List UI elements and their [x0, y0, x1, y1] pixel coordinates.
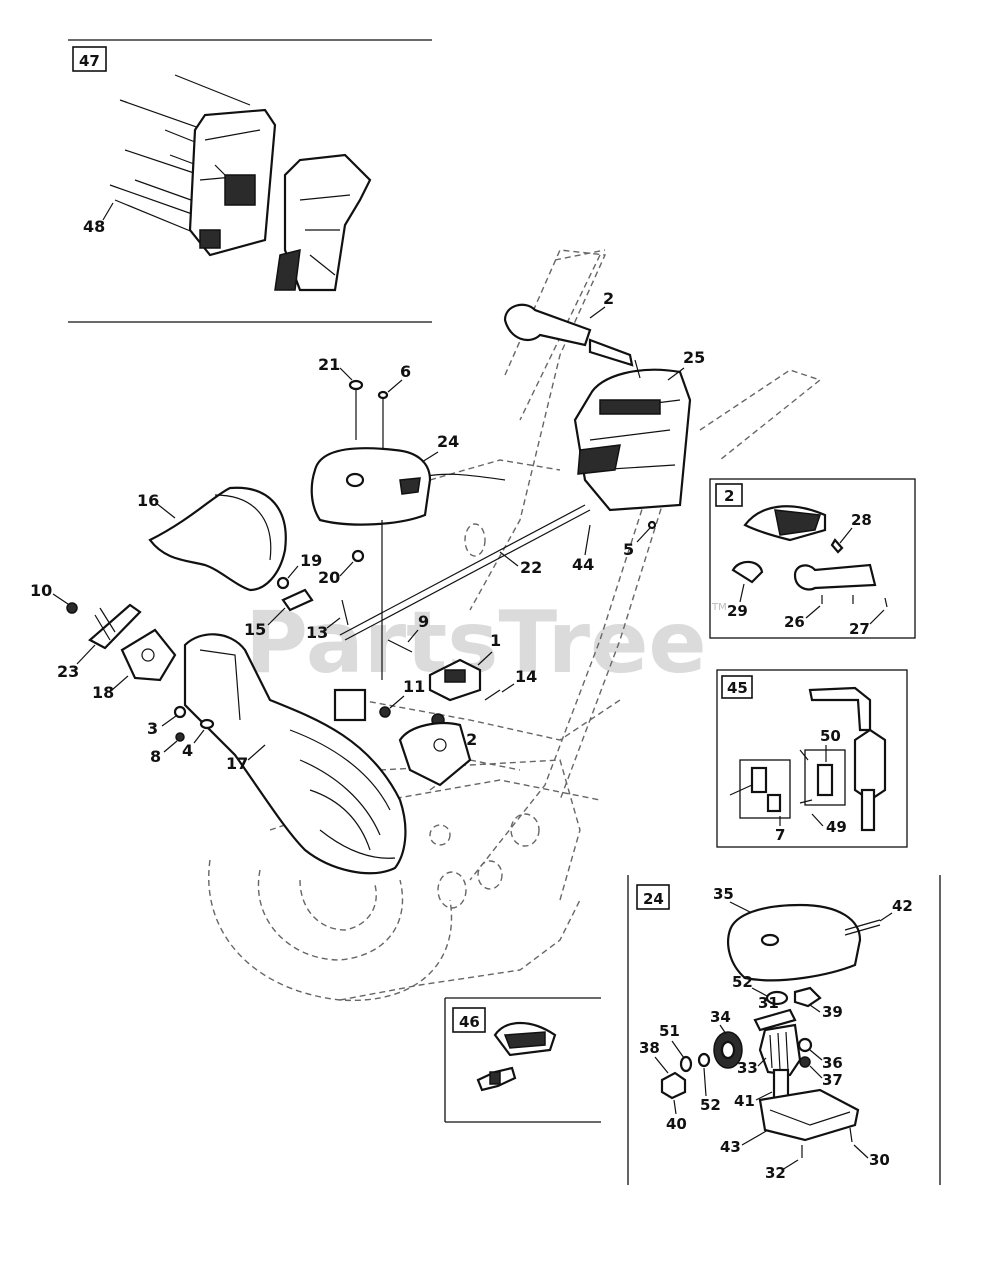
- callout-b24-33: 33: [737, 1059, 758, 1077]
- callout-22: 22: [520, 558, 542, 577]
- callout-b2-26: 26: [784, 613, 805, 631]
- box-46-label: 46: [459, 1013, 480, 1031]
- callout-b24-39: 39: [822, 1003, 843, 1021]
- callout-6: 6: [400, 362, 411, 381]
- part-deflector: 16 19 15: [137, 486, 322, 639]
- callout-b24-34: 34: [710, 1008, 731, 1026]
- callout-23: 23: [57, 662, 79, 681]
- callout-b24-36: 36: [822, 1054, 843, 1072]
- box-46-frame: [452, 1007, 486, 1033]
- box-47-label: 47: [79, 52, 100, 70]
- callout-3: 3: [147, 719, 158, 738]
- callout-b24-43: 43: [720, 1138, 741, 1156]
- part-gear-housing: 25 5 44: [572, 348, 705, 574]
- box-24-label: 24: [643, 890, 664, 908]
- callout-2: 2: [603, 289, 614, 308]
- callout-21: 21: [318, 355, 340, 374]
- callout-b24-31: 31: [758, 994, 779, 1012]
- callout-b24-52a: 52: [732, 973, 753, 991]
- callout-25: 25: [683, 348, 705, 367]
- callout-b2-27: 27: [849, 620, 870, 638]
- inset-47: 47 48: [68, 39, 432, 323]
- callout-b45-50: 50: [820, 727, 841, 745]
- callout-b24-41: 41: [734, 1092, 755, 1110]
- callout-b24-40: 40: [666, 1115, 687, 1133]
- box-45-frame: [721, 675, 753, 699]
- callout-44: 44: [572, 555, 594, 574]
- callout-8: 8: [150, 747, 161, 766]
- watermark-tm: TM: [711, 602, 727, 613]
- part-crank-handle: 2: [503, 289, 634, 367]
- callout-b2-29: 29: [727, 602, 748, 620]
- callout-b24-30: 30: [869, 1151, 890, 1169]
- part-discharge-chute: 17 3 8 4: [147, 633, 407, 875]
- box-47-frame: [72, 46, 107, 72]
- callout-48: 48: [83, 217, 105, 236]
- box-24-frame: [636, 884, 670, 910]
- callout-11: 11: [403, 677, 425, 696]
- callout-16: 16: [137, 491, 159, 510]
- callout-b2-28: 28: [851, 511, 872, 529]
- callout-1: 1: [490, 631, 501, 650]
- part-chute-tilt-bracket: 10 23 18 13: [30, 581, 349, 702]
- callout-5: 5: [623, 540, 634, 559]
- callout-b24-32: 32: [765, 1164, 786, 1182]
- callout-b24-52b: 52: [700, 1096, 721, 1114]
- inset-24: 24 35 42 52 39 31 34 51 38 52 40: [627, 875, 941, 1185]
- inset-45-frame: [716, 669, 908, 848]
- callout-b24-37: 37: [822, 1071, 843, 1089]
- inset-46: 46: [444, 997, 601, 1123]
- box-45-label: 45: [727, 679, 748, 697]
- callout-15: 15: [244, 620, 266, 639]
- callout-b24-38: 38: [639, 1039, 660, 1057]
- inset-45: 45 50 7 49: [716, 669, 908, 848]
- box-2-frame: [715, 483, 743, 507]
- callout-17: 17: [226, 754, 248, 773]
- inset-2-frame: [709, 478, 916, 639]
- callout-10: 10: [30, 581, 52, 600]
- callout-19: 19: [300, 551, 322, 570]
- callout-20: 20: [318, 568, 340, 587]
- callout-9: 9: [418, 612, 429, 631]
- callout-24: 24: [437, 432, 459, 451]
- callout-4: 4: [182, 741, 193, 760]
- part-chute-bracket: 9 1 11 14 12: [379, 612, 537, 787]
- callout-18: 18: [92, 683, 114, 702]
- callout-b24-51: 51: [659, 1022, 680, 1040]
- part-deflector-cover: 21 6 24 20: [310, 355, 459, 680]
- callout-b24-35: 35: [713, 885, 734, 903]
- inset-2: 2 28 29 26 27: [709, 478, 916, 639]
- callout-14: 14: [515, 667, 537, 686]
- box-2-label: 2: [724, 487, 734, 505]
- callout-b24-42: 42: [892, 897, 913, 915]
- callout-b45-49: 49: [826, 818, 847, 836]
- callout-13: 13: [306, 623, 328, 642]
- callout-b45-7: 7: [775, 826, 785, 844]
